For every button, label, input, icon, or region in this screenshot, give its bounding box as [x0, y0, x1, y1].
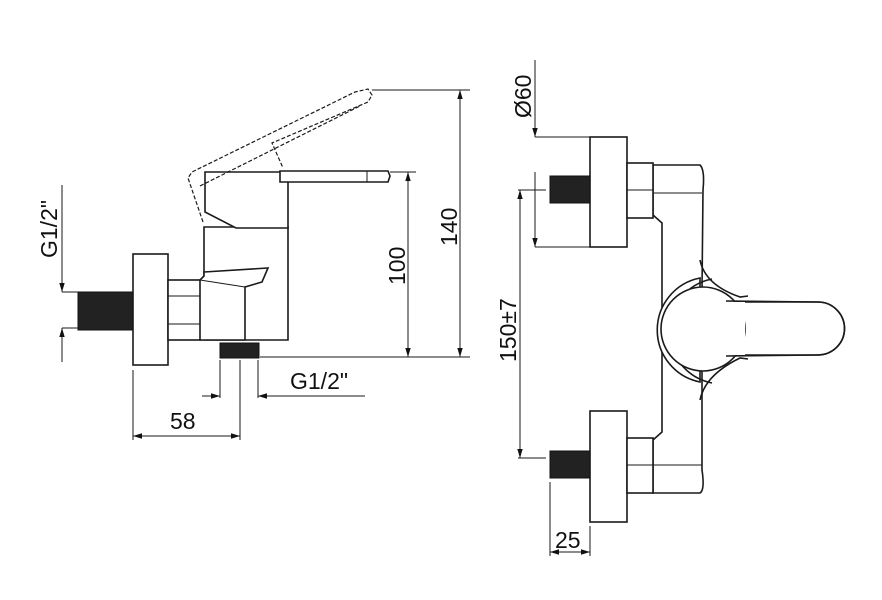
- dim-rosette-diameter-label: Ø60: [510, 75, 536, 118]
- bottom-thread: [549, 450, 591, 479]
- bottom-rosette: [589, 410, 628, 523]
- connection-nut: [167, 279, 202, 341]
- dim-center-distance-label: 150±7: [495, 298, 521, 362]
- wall-rosette: [132, 253, 169, 366]
- dim-thread-length-label: 25: [555, 527, 581, 553]
- dim-inlet-thread-label: G1/2": [36, 200, 62, 258]
- lever-handle: [279, 170, 391, 183]
- cartridge-head: [204, 171, 289, 229]
- top-rosette: [589, 136, 628, 248]
- outlet-thread: [219, 342, 260, 359]
- dim-depth-label: 58: [170, 408, 196, 434]
- dim-total-height-label: 140: [436, 208, 462, 246]
- dim-lever-height-label: 100: [384, 247, 410, 285]
- lever-handle-front: [729, 301, 846, 356]
- front-view: Ø60 150±7 25: [495, 60, 846, 556]
- inlet-thread: [77, 291, 134, 331]
- side-view: G1/2" 100 140 G1/2" 58: [36, 88, 470, 440]
- top-thread: [549, 175, 591, 204]
- dim-outlet-thread-label: G1/2": [290, 368, 348, 394]
- lever-raised-position: [187, 88, 373, 223]
